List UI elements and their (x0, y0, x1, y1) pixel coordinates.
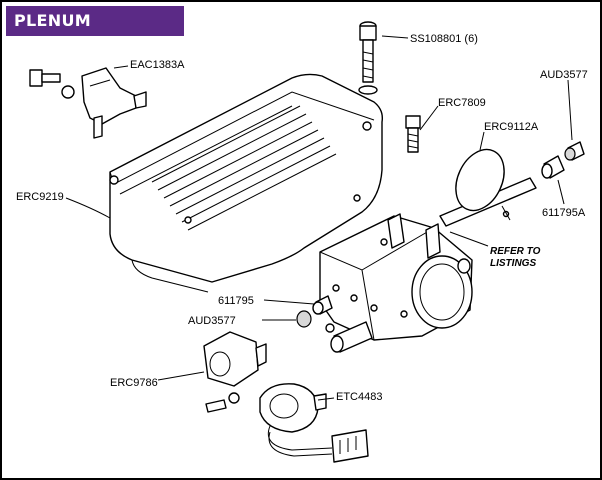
plenum-chamber-body (109, 73, 384, 293)
sensor-etc4483 (259, 383, 369, 463)
bush-611795 (312, 295, 333, 315)
sensor-erc9786 (203, 331, 267, 413)
label-aud3577-top: AUD3577 (540, 69, 588, 81)
diagram-title: PLENUM CHAMBER (6, 6, 184, 60)
bolt-erc7809 (405, 115, 421, 153)
seal-aud3577-lower (296, 310, 335, 333)
label-611795: 611795 (218, 295, 254, 307)
label-eac1383a: EAC1383A (130, 59, 185, 71)
throttle-disc (455, 148, 505, 212)
label-ss108801: SS108801 (6) (410, 33, 478, 45)
label-erc9786: ERC9786 (110, 377, 158, 389)
label-erc9219: ERC9219 (16, 191, 64, 203)
label-etc4483: ETC4483 (336, 391, 382, 403)
seal-aud3577-top (564, 141, 585, 161)
throttle-body (319, 213, 473, 353)
label-listings: LISTINGS (490, 258, 536, 269)
bush-611795a (541, 155, 565, 179)
label-erc7809: ERC7809 (438, 97, 486, 109)
label-611795a: 611795A (542, 207, 586, 219)
label-refer-to: REFER TO (490, 246, 541, 257)
label-erc9112a: ERC9112A (484, 121, 539, 133)
leader-lines (65, 35, 573, 401)
sensor-eac1383a (29, 67, 147, 139)
bolt-ss108801 (358, 21, 378, 95)
label-aud3577-lower: AUD3577 (188, 315, 236, 327)
